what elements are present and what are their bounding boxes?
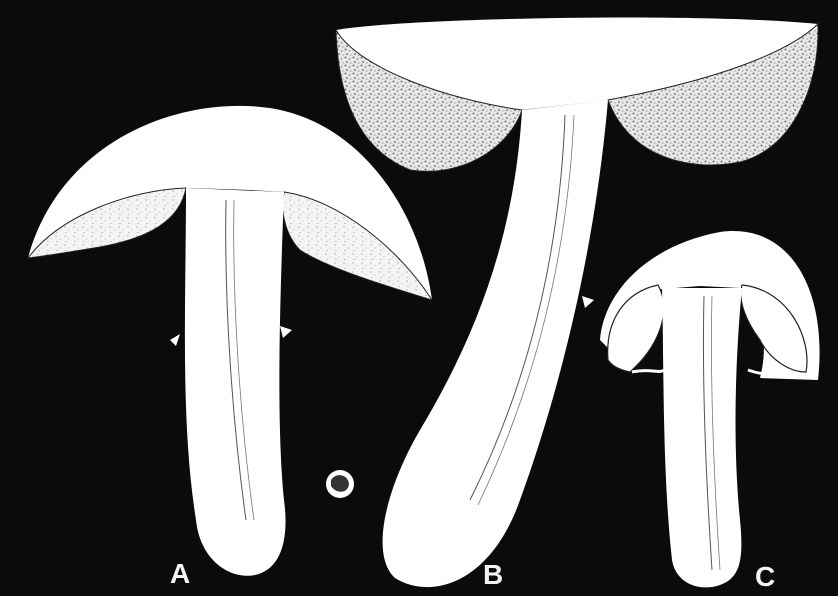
figure-label-a: A	[170, 560, 190, 588]
mushroom-b-stem	[383, 100, 608, 587]
mushroom-a-stem	[185, 188, 286, 576]
mushroom-c	[600, 231, 820, 587]
mushroom-c-stem	[662, 288, 742, 587]
figure-label-b: B	[483, 561, 503, 589]
figure-label-c: C	[755, 563, 775, 591]
mushroom-a	[28, 106, 432, 576]
spore	[326, 470, 354, 498]
